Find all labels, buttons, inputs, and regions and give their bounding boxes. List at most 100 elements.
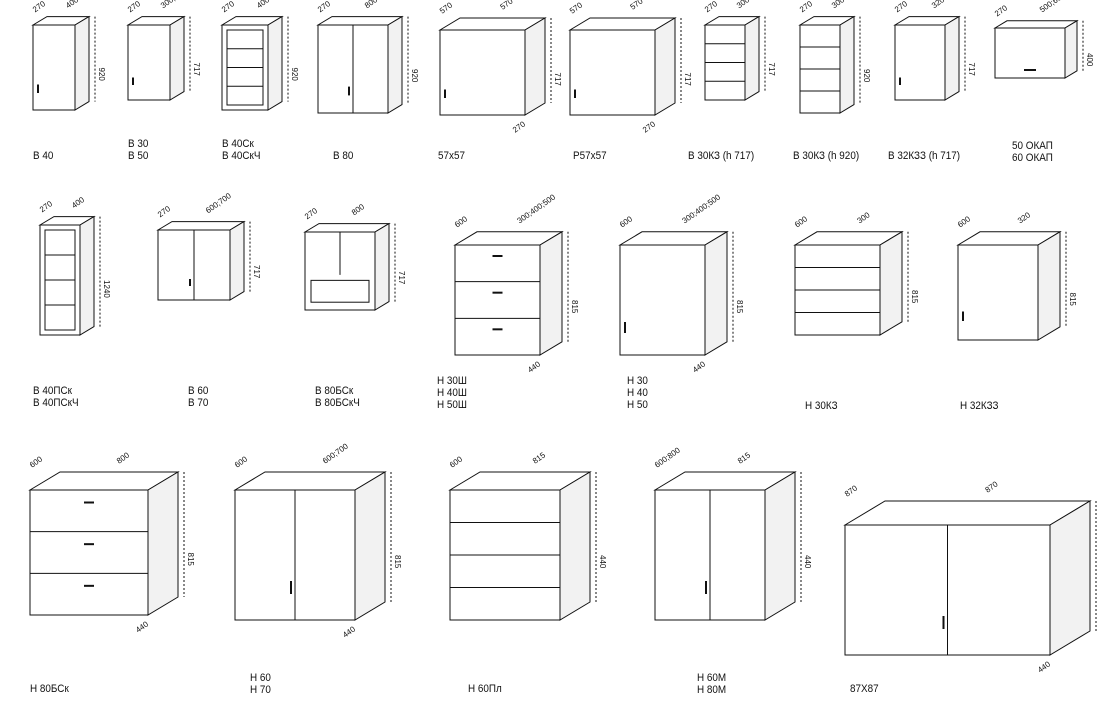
dimension-label: 920 (290, 68, 299, 82)
dimension-label: 717 (967, 63, 976, 77)
dimension-label: 270 (703, 0, 720, 14)
cabinet-side (229, 220, 245, 301)
dimension-label: 600 (956, 214, 973, 229)
cabinet-model-code: Н 70 (250, 684, 271, 696)
cabinet-drawing (126, 15, 191, 101)
dimension-label: 815 (1068, 293, 1077, 307)
cabinet-drawing (798, 15, 861, 114)
cabinet-front (619, 244, 706, 356)
dimension-label: 270 (641, 119, 658, 134)
dimension-label: 1240 (102, 280, 111, 298)
cabinet-label: В 40 (33, 150, 53, 162)
cabinet-front (569, 29, 656, 116)
cabinet-drawing (618, 230, 734, 356)
dimension-label: 815 (735, 300, 744, 314)
cabinet-model-code: В 30КЗ (h 920) (793, 150, 860, 162)
cabinet-drawing (438, 17, 552, 116)
dimension-label: 600 (618, 214, 635, 229)
cabinet-model-code: Н 30КЗ (805, 400, 838, 412)
dimension-label: 270 (893, 0, 910, 14)
cabinet-label: Н 80БСк (30, 683, 69, 695)
cabinet-side (147, 471, 179, 616)
cabinet-model-code: В 70 (188, 397, 209, 409)
dimension-label: 300;400;500 (680, 192, 722, 225)
cabinet-side (1064, 19, 1078, 79)
cabinet-drawing (453, 230, 569, 356)
dimension-label: 600;800 (653, 445, 682, 469)
cabinet-model-code: В 40СкЧ (222, 150, 261, 162)
dimension-label: 400 (70, 195, 87, 210)
cabinet-side (764, 471, 796, 621)
cabinet-model-code: В 80БСкЧ (315, 397, 360, 409)
cabinet-side (354, 471, 386, 621)
dimension-label: 920 (97, 68, 106, 82)
cabinet-side (1049, 500, 1091, 656)
cabinet-model-code: В 30КЗ (h 717) (688, 150, 755, 162)
dimension-label: 270 (511, 119, 528, 134)
dimension-label: 600 (453, 214, 470, 229)
dimension-label: 270 (316, 0, 333, 14)
dimension-label: 570 (568, 0, 585, 15)
cabinet-model-code: В 80 (333, 150, 354, 162)
dimension-label: 815 (393, 555, 402, 569)
dimension-label: 600 (233, 454, 250, 469)
cabinet-front (32, 24, 76, 111)
dimension-label: 815 (531, 450, 548, 465)
dimension-label: 815 (186, 553, 195, 567)
cabinet-drawing (233, 471, 392, 621)
cabinet-drawing (703, 15, 766, 101)
cabinet-model-code: 60 ОКАП (1012, 152, 1053, 164)
dimension-label: 270 (31, 0, 48, 14)
cabinet-drawing (993, 19, 1084, 79)
dimension-label: 815 (910, 290, 919, 304)
dimension-label: 320 (1016, 210, 1033, 225)
dimension-label: 270 (38, 199, 55, 214)
dimension-label: 270 (993, 3, 1010, 18)
dimension-label: 300;400;500 (515, 192, 557, 225)
cabinet-model-code: В 40 (33, 150, 54, 162)
dimension-label: 815 (736, 450, 753, 465)
cabinet-drawing (653, 471, 802, 621)
dimension-label: 815 (570, 300, 579, 314)
cabinet-side (654, 17, 676, 116)
cabinet-model-code: Н 80М (697, 684, 727, 696)
cabinet-drawing (28, 471, 185, 616)
cabinet-model-code: Н 50 (627, 399, 648, 411)
cabinet-top (993, 20, 1079, 29)
cabinet-side (839, 15, 855, 114)
cabinet-side (169, 15, 185, 101)
cabinet-front (439, 29, 526, 116)
cabinet-label: В 32КЗЗ (h 717) (888, 150, 960, 162)
dimension-label: 717 (553, 73, 562, 87)
dimension-label: 440 (598, 555, 607, 569)
cabinet-model-code: Н 32КЗЗ (960, 400, 999, 412)
cabinet-front (957, 244, 1039, 341)
cabinet-front (454, 244, 541, 356)
cabinet-model-code: В 60 (188, 385, 209, 397)
cabinet-model-code: Н 30Ш (437, 375, 467, 387)
dimension-label: 270 (303, 206, 320, 221)
cabinet-side (79, 215, 95, 336)
dimension-label: 815 (1098, 590, 1100, 604)
dimension-label: 570 (498, 0, 515, 12)
dimension-label: 400 (64, 0, 81, 10)
dimension-label: 440 (803, 555, 812, 569)
cabinet-drawing (303, 222, 396, 311)
cabinet-model-code: В 40ПСк (33, 385, 72, 397)
cabinet-side (879, 230, 903, 336)
dimension-label: 270 (156, 204, 173, 219)
cabinet-model-code: Н 60 (250, 672, 271, 684)
dimension-label: 440 (341, 624, 358, 639)
dimension-label: 270 (798, 0, 815, 14)
dimension-label: 717 (192, 63, 201, 77)
cabinet-label: Р57x57 (573, 150, 607, 162)
